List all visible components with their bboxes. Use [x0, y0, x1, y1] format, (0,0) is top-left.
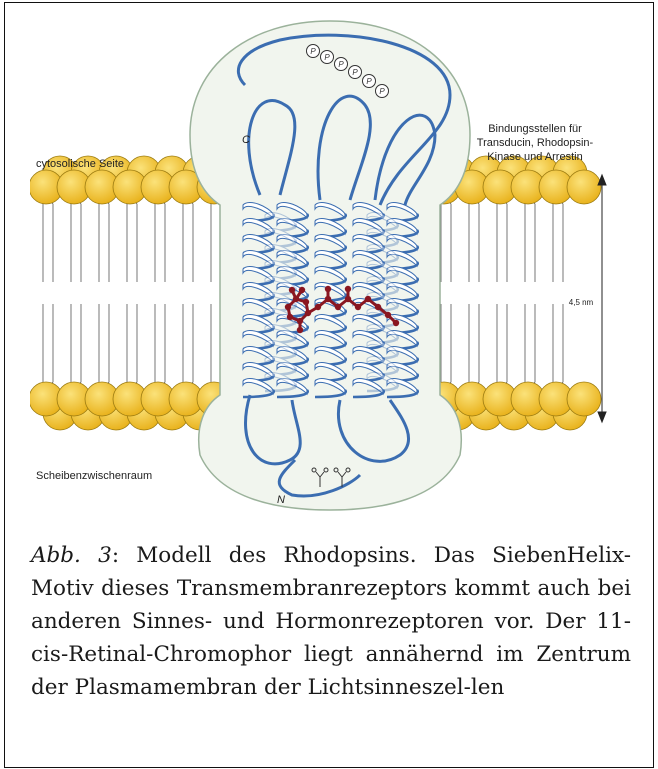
thickness-label: 4,5 nm: [569, 298, 594, 307]
retinal-atom: [345, 286, 351, 292]
lipid-tail: [125, 304, 127, 384]
lipid-tail: [505, 202, 507, 282]
lipid-tail: [533, 202, 535, 282]
binding-sites-label-line2: Transducin, Rhodopsin-: [477, 137, 594, 149]
n-terminus-label: N: [277, 494, 285, 506]
phosphate-mark: P: [352, 68, 358, 77]
retinal-atom: [299, 287, 305, 293]
cytosol-label: cytosolische Seite: [36, 158, 124, 170]
retinal-atom: [345, 296, 351, 302]
lipid-tail: [523, 304, 525, 384]
lipid-tail: [449, 202, 451, 282]
lipid-tail: [107, 202, 109, 282]
lipid-tail: [163, 202, 165, 282]
retinal-atom: [365, 296, 371, 302]
c-terminus-label: C: [242, 134, 250, 146]
thickness-arrowhead-bottom: [598, 412, 606, 422]
retinal-atom: [293, 296, 299, 302]
lipid-head-right: [567, 170, 601, 204]
lipid-tail: [495, 304, 497, 384]
lipid-tail: [533, 304, 535, 384]
lipid-tail: [69, 202, 71, 282]
lipid-tail: [79, 304, 81, 384]
lipid-tail: [153, 304, 155, 384]
lipid-tail: [97, 304, 99, 384]
lipid-tail: [181, 202, 183, 282]
lipid-tail: [477, 202, 479, 282]
figure-caption: Abb. 3: Modell des Rhodopsins. Das Siebe…: [31, 539, 631, 704]
phosphate-mark: P: [324, 53, 330, 62]
retinal-atom: [355, 304, 361, 310]
lipid-tail: [135, 304, 137, 384]
lipid-bilayer-left: [30, 156, 231, 430]
lipid-tail: [41, 304, 43, 384]
lipid-tail: [69, 304, 71, 384]
retinal-atom: [287, 314, 293, 320]
lipid-tail: [51, 202, 53, 282]
lipid-tail: [505, 304, 507, 384]
retinal-atom: [297, 327, 303, 333]
retinal-atom: [385, 312, 391, 318]
lipid-tail: [79, 202, 81, 282]
lipid-tail: [181, 304, 183, 384]
phosphate-mark: P: [379, 87, 385, 96]
membrane-thickness-arrow: [598, 175, 606, 422]
caption-text: : Modell des Rhodopsins. Das SiebenHelix…: [31, 543, 631, 700]
lipid-tail: [97, 202, 99, 282]
lipid-tail: [209, 202, 211, 282]
lipid-tail: [477, 304, 479, 384]
lipid-tail: [191, 304, 193, 384]
retinal-atom: [297, 318, 303, 324]
phosphate-mark: P: [310, 47, 316, 56]
lipid-tail: [551, 304, 553, 384]
lipid-tail: [561, 304, 563, 384]
lipid-tail: [51, 304, 53, 384]
binding-sites-label-line1: Bindungsstellen für: [488, 123, 582, 135]
retinal-atom: [289, 287, 295, 293]
lipid-head-right: [567, 382, 601, 416]
lipid-bilayer-right: [427, 156, 601, 430]
phosphate-mark: P: [338, 60, 344, 69]
retinal-atom: [315, 304, 321, 310]
intradisc-space-label: Scheibenzwischenraum: [36, 470, 152, 482]
lipid-tail: [153, 202, 155, 282]
figure-frame: PPPPPP cytosolische Seite Bindungsstelle…: [4, 2, 654, 768]
retinal-atom: [335, 304, 341, 310]
lipid-tail: [449, 304, 451, 384]
lipid-tail: [467, 304, 469, 384]
retinal-atom: [375, 304, 381, 310]
lipid-tail: [107, 304, 109, 384]
caption-figure-number: Abb. 3: [31, 543, 112, 568]
lipid-tail: [551, 202, 553, 282]
lipid-tail: [561, 202, 563, 282]
lipid-tail: [125, 202, 127, 282]
retinal-atom: [303, 299, 309, 305]
lipid-tail: [523, 202, 525, 282]
phosphate-mark: P: [366, 77, 372, 86]
retinal-atom: [325, 296, 331, 302]
lipid-tail: [495, 202, 497, 282]
lipid-tail: [467, 202, 469, 282]
lipid-tail: [191, 202, 193, 282]
retinal-atom: [325, 286, 331, 292]
protein-region: [190, 21, 470, 510]
lipid-tail: [209, 304, 211, 384]
retinal-atom: [393, 320, 399, 326]
rhodopsin-diagram: PPPPPP cytosolische Seite Bindungsstelle…: [30, 15, 630, 513]
retinal-atom: [285, 304, 291, 310]
lipid-tail: [135, 202, 137, 282]
lipid-tail: [163, 304, 165, 384]
lipid-tail: [41, 202, 43, 282]
retinal-atom: [305, 310, 311, 316]
binding-sites-label-line3: Kinase und Arrestin: [487, 151, 582, 163]
